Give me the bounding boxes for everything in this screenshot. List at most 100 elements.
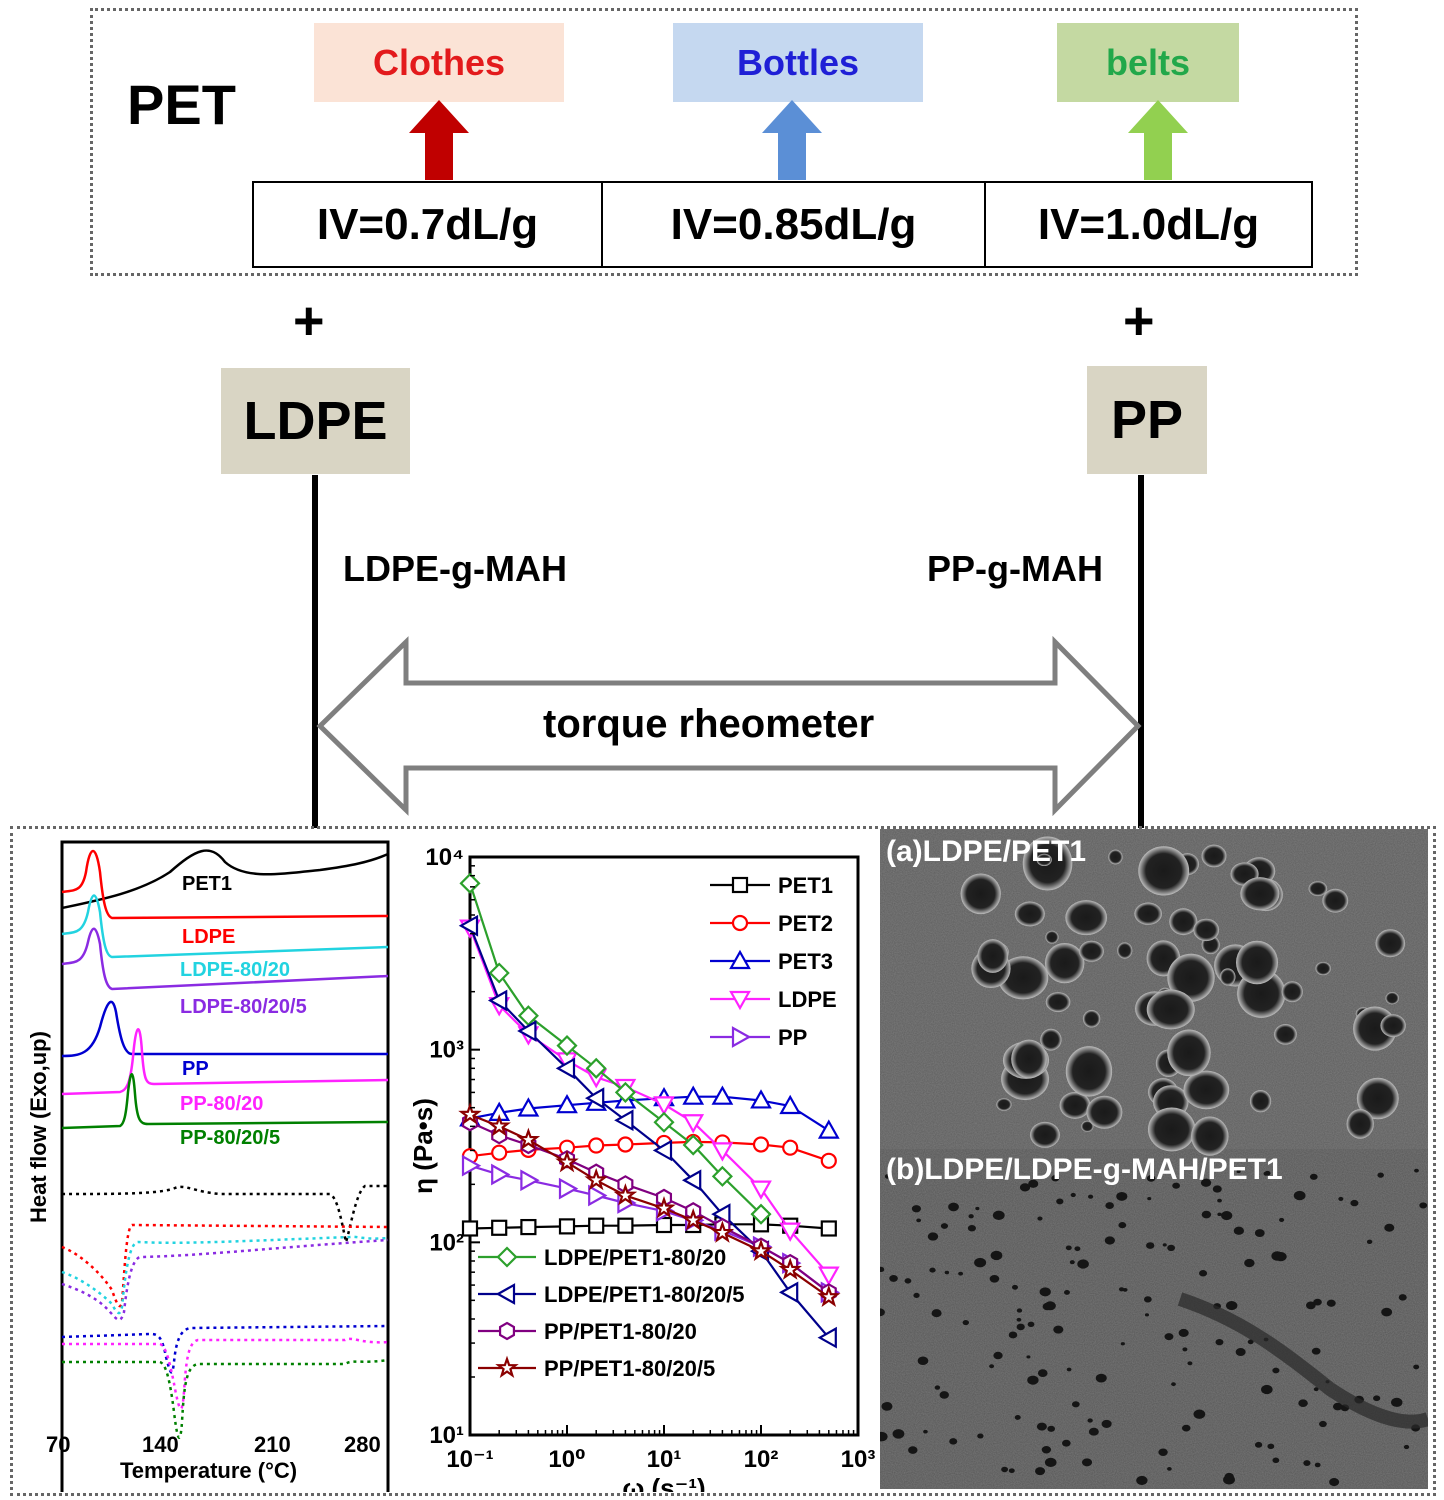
dsc-cooling-ldpe: [61, 1223, 389, 1308]
sem-pore: [949, 1438, 958, 1445]
sem-pore: [1056, 1198, 1064, 1205]
dsc-label-pp-80-20-5: PP-80/20/5: [180, 1127, 281, 1149]
legend-label: PET1: [778, 873, 833, 898]
data-point: [614, 1109, 634, 1132]
data-point: [458, 914, 479, 937]
series-5: [459, 872, 772, 1225]
data-point: [516, 1127, 541, 1150]
data-point: [817, 1119, 840, 1139]
y-tick-label: 10¹: [429, 1422, 464, 1449]
sem-pore: [1267, 1443, 1275, 1450]
sem-pore: [962, 1319, 970, 1326]
sem-pore: [1306, 1301, 1316, 1310]
sem-pore: [1377, 1172, 1384, 1178]
data-point: [556, 1035, 578, 1057]
sem-pore: [1011, 1039, 1047, 1079]
legend-marker: [731, 876, 749, 894]
sem-pore: [1039, 1287, 1051, 1297]
dsc-cooling-ldpe-80-20-5: [61, 1238, 389, 1321]
sem-pore: [1120, 1342, 1125, 1346]
sem-pore: [1027, 1321, 1035, 1328]
dsc-cooling-pet1: [61, 1184, 388, 1247]
data-point: [655, 1216, 673, 1234]
use-belts-label: belts: [1105, 41, 1191, 83]
sem-pore: [1391, 1397, 1403, 1407]
y-tick-label: 10³: [429, 1037, 464, 1064]
sem-pore: [1254, 1229, 1265, 1237]
sem-pore: [1062, 1439, 1071, 1447]
sem-pore: [1081, 1120, 1094, 1132]
sem-pore: [1035, 1467, 1046, 1476]
sem-pore: [1279, 1217, 1285, 1222]
sem-pore: [1191, 1116, 1229, 1156]
data-point: [520, 1169, 540, 1192]
sem-pore: [1311, 1347, 1321, 1355]
dsc-xtick-140: 140: [142, 1432, 179, 1457]
data-point: [461, 1154, 482, 1177]
sem-pore: [1044, 942, 1085, 984]
data-point: [491, 1219, 508, 1236]
sem-pore: [1313, 1298, 1322, 1306]
sem-pore: [1171, 1382, 1176, 1387]
dsc-cooling-pp-80-20: [62, 1337, 389, 1410]
data-point: [617, 1136, 634, 1153]
data-point: [711, 1085, 734, 1105]
sem-pore: [974, 1257, 987, 1268]
sem-pore: [1138, 846, 1190, 896]
dsc-label-pp-80-20: PP-80/20: [180, 1093, 264, 1115]
x-tick-label: 10³: [841, 1446, 876, 1473]
sem-pore: [1403, 1444, 1410, 1450]
dsc-xtick-210: 210: [254, 1432, 291, 1457]
sem-pore: [948, 1202, 959, 1212]
x-tick-label: 10¹: [647, 1446, 682, 1473]
sem-pore: [1309, 1173, 1318, 1180]
sem-pore: [1065, 1245, 1072, 1251]
data-point: [461, 1220, 479, 1237]
sem-pore: [1095, 1373, 1107, 1383]
sem-pore: [927, 1232, 939, 1241]
sem-pore: [1014, 901, 1045, 927]
data-point: [555, 1150, 579, 1173]
data-point: [778, 1257, 802, 1280]
sem-pore: [1375, 929, 1406, 958]
data-point: [682, 1085, 705, 1105]
dsc-curve-pp: [61, 1000, 388, 1058]
sem-pore: [1326, 1299, 1336, 1307]
dsc-xtick-70: 70: [46, 1432, 71, 1457]
use-belts-box: belts: [1057, 23, 1239, 102]
sem-pore: [1236, 1169, 1241, 1174]
x-tick-label: 10²: [744, 1446, 779, 1473]
data-point: [555, 1057, 576, 1080]
iv-value-1: IV=0.7dL/g: [316, 199, 539, 249]
sem-label-b: (b)LDPE/LDPE-g-MAH/PET1: [886, 1153, 1283, 1186]
sem-pore: [1322, 888, 1349, 913]
dsc-label-pp: PP: [182, 1058, 209, 1080]
sem-pore: [939, 1391, 949, 1399]
sem-pore: [1217, 1198, 1222, 1203]
use-bottles-box: Bottles: [673, 23, 923, 102]
sem-pore: [880, 1266, 885, 1273]
sem-pore: [1082, 1010, 1101, 1028]
sem-pore: [881, 1401, 893, 1411]
sem-pore: [1181, 1424, 1191, 1432]
data-point: [779, 1094, 802, 1115]
sem-pore: [968, 1214, 974, 1219]
sem-pore: [1281, 981, 1303, 1003]
sem-pore: [1226, 1301, 1238, 1311]
data-point: [653, 1111, 675, 1133]
sem-pore: [1247, 1339, 1254, 1345]
sem-pore: [1037, 1216, 1043, 1221]
sem-pore: [1158, 1448, 1168, 1456]
sem-pore: [1105, 1202, 1114, 1210]
data-point: [682, 1114, 705, 1134]
sem-pore: [1201, 844, 1227, 868]
data-point: [487, 1113, 511, 1137]
iv-box-1: IV=0.7dL/g: [252, 181, 603, 268]
sem-pore: [1350, 1199, 1359, 1207]
sem-pore: [1178, 1328, 1189, 1337]
sem-pore: [989, 1364, 995, 1369]
data-point: [750, 1203, 772, 1225]
sem-pore: [1219, 968, 1236, 986]
sem-pore: [1027, 1375, 1039, 1385]
dsc-cooling-ldpe-80-20: [61, 1235, 389, 1315]
